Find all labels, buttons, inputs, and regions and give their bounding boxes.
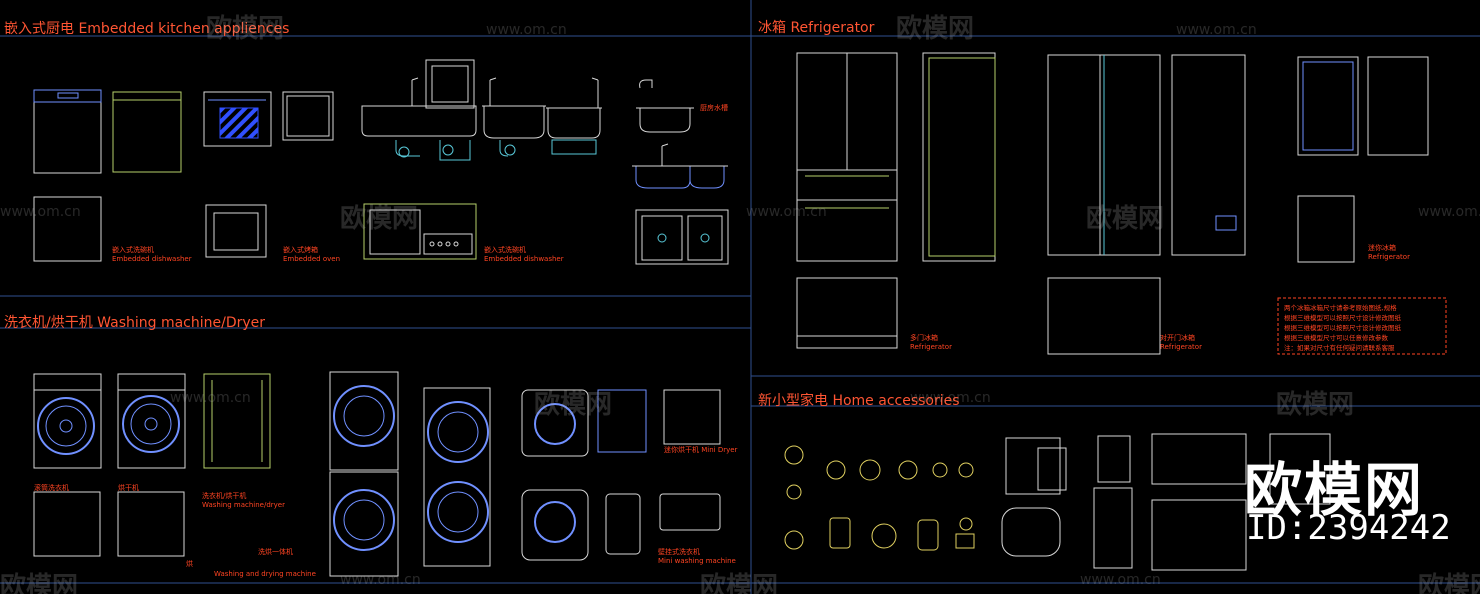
label-combo: 洗烘一体机 xyxy=(258,548,293,557)
label-line: Embedded dishwasher xyxy=(112,255,192,263)
label-washer: 滚筒洗衣机 xyxy=(34,484,69,493)
section-title-washer: 洗衣机/烘干机 Washing machine/Dryer xyxy=(4,315,266,331)
watermark-url: www.om.cn xyxy=(910,390,991,406)
label-line: Washing and drying machine xyxy=(214,570,316,578)
label-line: Mini washing machine xyxy=(658,557,736,565)
label-fridge-multi: 多门冰箱 Refrigerator xyxy=(910,334,952,352)
note-line: 根据三维模型尺寸可以任意修改参数 xyxy=(1284,334,1388,342)
watermark-url: www.om.cn xyxy=(340,572,421,588)
section-title-home: 新小型家电 Home accessories xyxy=(758,393,960,409)
label-line: 滚筒洗衣机 xyxy=(34,484,69,492)
label-embedded-oven: 嵌入式烤箱 Embedded oven xyxy=(283,246,340,264)
label-line: 嵌入式烤箱 xyxy=(283,246,318,254)
label-line: 洗烘一体机 xyxy=(258,548,293,556)
label-line: Refrigerator xyxy=(1160,343,1202,351)
fridge-note: 两个冰箱冰箱尺寸请参考原始图纸,规格 根据三维模型可以按照尺寸设计修改图纸 根据… xyxy=(1284,303,1444,353)
label-line: Washing machine/dryer xyxy=(202,501,285,509)
label-line: Refrigerator xyxy=(910,343,952,351)
label-line: 烘 xyxy=(186,560,193,568)
watermark-logo: 欧模网 xyxy=(896,14,975,44)
home-accessories xyxy=(784,433,1331,571)
watermark-logo: 欧模网 xyxy=(534,390,613,420)
label-line: Embedded oven xyxy=(283,255,341,263)
fridge-appliances xyxy=(796,52,1447,355)
label-line: 嵌入式洗碗机 xyxy=(484,246,526,254)
label-line: 烘干机 xyxy=(118,484,139,492)
brand-name: 欧模网 xyxy=(1244,456,1425,524)
note-line: 两个冰箱冰箱尺寸请参考原始图纸,规格 xyxy=(1284,304,1397,312)
label-line: 迷你烘干机 Mini Dryer xyxy=(664,446,738,454)
label-washing-drying: Washing and drying machine xyxy=(214,570,316,579)
watermark-url: www.om.cn xyxy=(0,204,81,220)
label-line: 多门冰箱 xyxy=(910,334,938,342)
watermark-logo: 欧模网 xyxy=(1086,204,1165,234)
label-line: 对开门冰箱 xyxy=(1160,334,1195,342)
brand-id: ID:2394242 xyxy=(1246,508,1451,548)
section-title-fridge: 冰箱 Refrigerator xyxy=(758,20,875,36)
label-line: 洗衣机/烘干机 xyxy=(202,492,247,500)
label-line: Refrigerator xyxy=(1368,253,1410,261)
label-line: Embedded dishwasher xyxy=(484,255,564,263)
watermark-url: www.om.cn xyxy=(170,390,251,406)
watermark-logo: 欧模网 xyxy=(0,572,79,594)
label-line: 嵌入式洗碗机 xyxy=(112,246,154,254)
label-fridge-side: 对开门冰箱 Refrigerator xyxy=(1160,334,1202,352)
watermark-logo: 欧模网 xyxy=(1276,390,1355,420)
watermark-logo: 欧模网 xyxy=(340,204,419,234)
section-title-kitchen: 嵌入式厨电 Embedded kitchen appliences xyxy=(4,21,290,37)
kitchen-appliances xyxy=(33,59,729,265)
watermark-logo: 欧模网 xyxy=(206,14,285,44)
watermark-url: www.om.cn xyxy=(1080,572,1161,588)
watermark-url: www.om.cn xyxy=(486,22,567,38)
note-line: 注：如果对尺寸有任何疑问请联系客服 xyxy=(1284,344,1395,352)
washer-appliances xyxy=(33,371,721,577)
label-line: 厨房水槽 xyxy=(700,104,728,112)
label-misc: 烘 xyxy=(186,560,193,569)
label-line: 迷你冰箱 xyxy=(1368,244,1396,252)
note-line: 根据三维模型可以按照尺寸设计修改图纸 xyxy=(1284,324,1401,332)
watermark-logo: 欧模网 xyxy=(1418,572,1480,594)
label-sink: 厨房水槽 xyxy=(700,104,728,113)
label-mini-washer: 壁挂式洗衣机 Mini washing machine xyxy=(658,548,736,566)
label-embedded-dishwasher-1: 嵌入式洗碗机 Embedded dishwasher xyxy=(112,246,192,264)
label-dryer: 烘干机 xyxy=(118,484,139,493)
label-embedded-dishwasher-2: 嵌入式洗碗机 Embedded dishwasher xyxy=(484,246,564,264)
label-mini-dryer: 迷你烘干机 Mini Dryer xyxy=(664,446,737,455)
watermark-url: www.om.cn xyxy=(1418,204,1480,220)
watermark-url: www.om.cn xyxy=(1176,22,1257,38)
watermark-logo: 欧模网 xyxy=(700,572,779,594)
label-washer-dryer: 洗衣机/烘干机 Washing machine/dryer xyxy=(202,492,285,510)
watermark-url: www.om.cn xyxy=(746,204,827,220)
label-line: 壁挂式洗衣机 xyxy=(658,548,700,556)
note-line: 根据三维模型可以按照尺寸设计修改图纸 xyxy=(1284,314,1401,322)
label-fridge-mini: 迷你冰箱 Refrigerator xyxy=(1368,244,1410,262)
